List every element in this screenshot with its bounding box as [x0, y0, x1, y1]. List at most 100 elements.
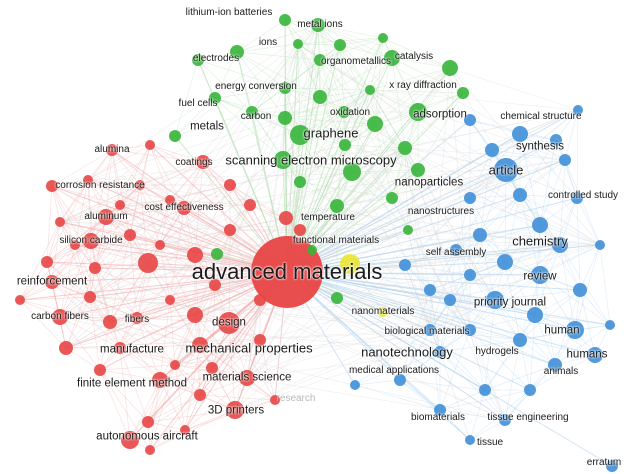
term-label-finite-element-method[interactable]: finite element method [77, 377, 187, 390]
node-n22[interactable] [224, 179, 236, 191]
node-n10[interactable] [187, 247, 203, 263]
node-g27[interactable] [307, 245, 317, 255]
term-label-fuel-cells[interactable]: fuel cells [178, 98, 218, 109]
term-label-biological-materials[interactable]: biological materials [384, 326, 470, 337]
node-erratum-node[interactable] [606, 460, 618, 472]
node-g12[interactable] [209, 92, 221, 104]
node-g2[interactable] [293, 39, 303, 49]
node-n12[interactable] [84, 291, 96, 303]
term-label-corrosion-resistance[interactable]: corrosion resistance [55, 180, 145, 191]
term-label-article[interactable]: article [488, 162, 524, 178]
node-g5[interactable] [192, 54, 204, 66]
node-n27[interactable] [165, 195, 175, 205]
node-n7[interactable] [41, 256, 53, 268]
node-autonomous-aircraft[interactable] [121, 431, 139, 449]
node-g8[interactable] [279, 82, 291, 94]
node-aluminum[interactable] [98, 209, 114, 225]
node-b17[interactable] [464, 324, 476, 336]
node-g17[interactable] [169, 130, 181, 142]
term-label-human[interactable]: human [544, 324, 580, 337]
node-silicon-carbide[interactable] [83, 233, 99, 249]
node-adsorption-node[interactable] [409, 103, 427, 121]
node-functional-materials[interactable] [340, 254, 360, 274]
term-label-temperature[interactable]: temperature [301, 212, 355, 223]
node-n30[interactable] [170, 360, 180, 370]
node-cost-effectiveness[interactable] [177, 201, 191, 215]
node-b24[interactable] [499, 414, 511, 426]
node-n4[interactable] [55, 217, 65, 227]
node-fibers[interactable] [131, 312, 143, 324]
node-article-node[interactable] [494, 158, 518, 182]
node-n19[interactable] [142, 416, 154, 428]
node-n6[interactable] [155, 240, 165, 250]
node-b26[interactable] [399, 259, 411, 271]
node-biomaterials-node[interactable] [434, 404, 446, 416]
term-label-carbon-fibers[interactable]: carbon fibers [31, 311, 89, 322]
term-label-organometallics[interactable]: organometallics [320, 56, 392, 67]
node-n24[interactable] [224, 224, 236, 236]
node-g25[interactable] [211, 248, 223, 260]
term-label-biomaterials[interactable]: biomaterials [411, 412, 465, 423]
node-b28[interactable] [350, 380, 360, 390]
node-n29[interactable] [70, 240, 80, 250]
node-g13[interactable] [246, 106, 258, 118]
node-b14[interactable] [444, 294, 456, 306]
term-label-graphene[interactable]: graphene [303, 125, 359, 141]
node-g10[interactable] [365, 85, 375, 95]
term-label-erratum[interactable]: erratum [586, 457, 622, 468]
node-b13[interactable] [573, 283, 587, 297]
node-graphene-node[interactable] [290, 125, 310, 145]
node-temperature-red[interactable] [279, 211, 293, 225]
term-label-self-assembly[interactable]: self assembly [425, 247, 487, 258]
node-review-node[interactable] [531, 266, 549, 284]
node-b27[interactable] [424, 284, 436, 296]
node-design[interactable] [218, 312, 240, 334]
term-label-nanomaterials[interactable]: nanomaterials [351, 306, 415, 317]
node-b30[interactable] [464, 114, 476, 126]
node-n31[interactable] [206, 362, 218, 374]
term-label-lithium-ion-batteries[interactable]: lithium-ion batteries [185, 7, 273, 18]
node-n25[interactable] [209, 279, 221, 291]
node-n13[interactable] [103, 315, 117, 329]
term-label-metals[interactable]: metals [190, 120, 224, 133]
node-g3[interactable] [334, 39, 346, 51]
term-label-chemical-structure[interactable]: chemical structure [500, 111, 582, 122]
node-nanomaterials[interactable] [378, 307, 388, 317]
node-n3[interactable] [135, 180, 145, 190]
node-b25[interactable] [424, 324, 436, 336]
node-human-node[interactable] [566, 321, 584, 339]
node-b18[interactable] [513, 333, 527, 347]
node-materials-science[interactable] [239, 370, 255, 386]
node-chemistry-node[interactable] [552, 237, 568, 253]
node-g19[interactable] [398, 141, 412, 155]
node-g16[interactable] [367, 116, 383, 132]
node-g11[interactable] [457, 87, 469, 99]
term-label-oxidation[interactable]: oxidation [329, 107, 371, 118]
node-g9[interactable] [313, 90, 327, 104]
term-label-reinforcement[interactable]: reinforcement [16, 275, 88, 288]
term-label-metal-ions[interactable]: metal ions [297, 19, 343, 30]
node-controlled-study-node[interactable] [571, 192, 583, 204]
node-n14[interactable] [165, 295, 175, 305]
node-advanced-materials[interactable] [251, 236, 323, 308]
node-n23[interactable] [244, 199, 256, 211]
node-b20[interactable] [548, 358, 562, 372]
node-finite-element-node[interactable] [152, 372, 168, 388]
node-g6[interactable] [314, 54, 326, 66]
node-sem-node[interactable] [274, 151, 292, 169]
term-label-scanning-electron-microscopy[interactable]: scanning electron microscopy [225, 152, 397, 168]
node-n1[interactable] [145, 140, 155, 150]
node-g26[interactable] [331, 292, 343, 304]
node-g15[interactable] [338, 106, 350, 118]
term-label-adsorption[interactable]: adsorption [413, 108, 467, 121]
node-n2[interactable] [83, 175, 93, 185]
node-n32[interactable] [294, 224, 306, 236]
term-label-tissue[interactable]: tissue [476, 437, 504, 448]
node-n15[interactable] [187, 307, 203, 323]
term-label-nanotechnology[interactable]: nanotechnology [361, 344, 453, 360]
term-label-ions[interactable]: ions [258, 37, 278, 48]
term-label-humans[interactable]: humans [566, 348, 608, 361]
node-mechanical-node[interactable] [192, 337, 208, 353]
node-b9[interactable] [595, 240, 605, 250]
node-b12[interactable] [464, 269, 476, 281]
